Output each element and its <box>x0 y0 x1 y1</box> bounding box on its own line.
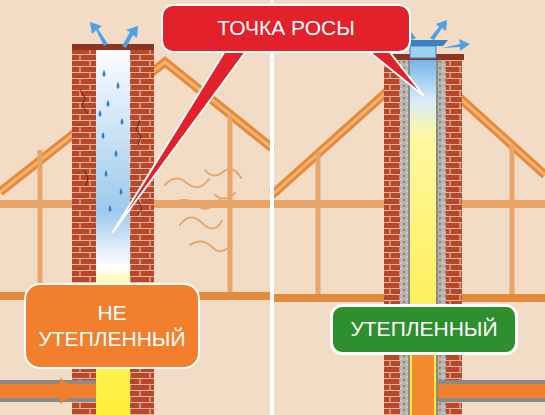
node-text: ТОЧКА РОСЫ <box>217 15 354 41</box>
node-text: УТЕПЛЕННЫЙ <box>350 316 497 342</box>
node-text: НЕ УТЕПЛЕННЫЙ <box>38 300 186 353</box>
callout-box: ТОЧКА РОСЫ <box>161 4 411 53</box>
label-box: НЕ УТЕПЛЕННЫЙ <box>24 283 200 369</box>
label-box: УТЕПЛЕННЫЙ <box>330 304 518 355</box>
